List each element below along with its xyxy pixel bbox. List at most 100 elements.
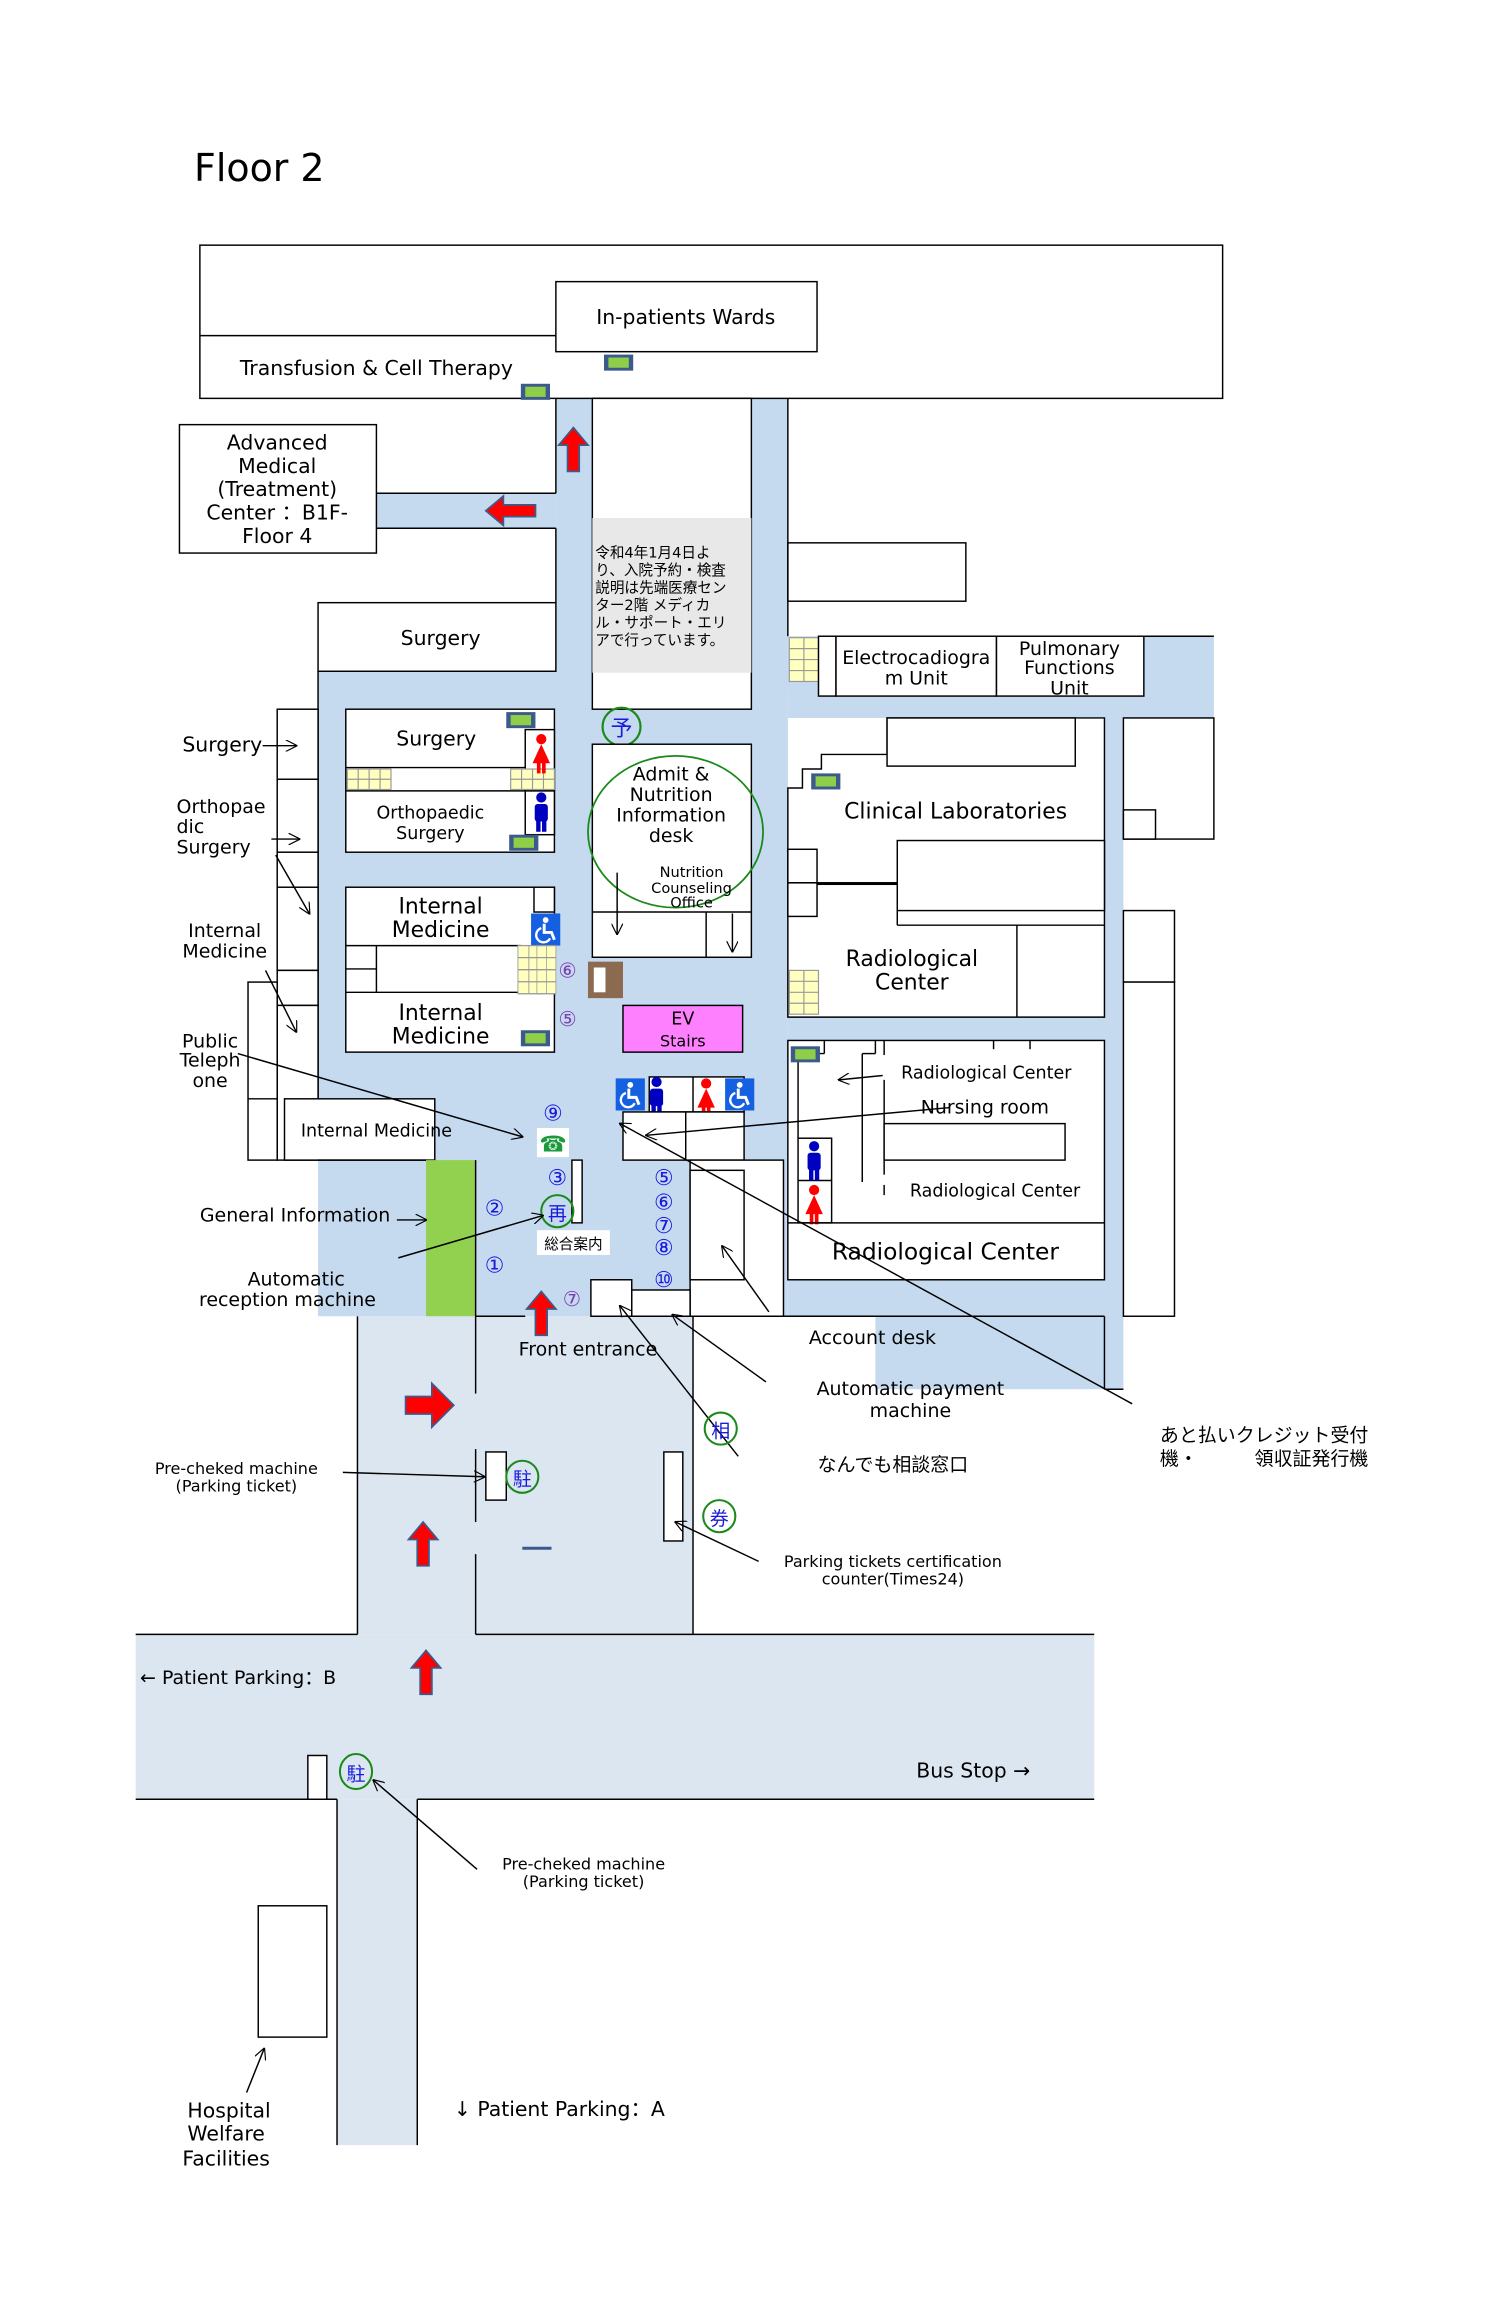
parking-ticket-marker[interactable] xyxy=(702,1499,737,1534)
floor-title: Floor 2 xyxy=(194,146,325,190)
svg-text:counter(Times24): counter(Times24) xyxy=(822,1570,964,1589)
credit-payment-label: あと払いクレジット受付 機・ 領収証発行機 xyxy=(1160,1425,1369,1470)
stairs-icon xyxy=(346,768,392,791)
marker-5b: ⑤ xyxy=(654,1166,674,1191)
notice-box xyxy=(592,518,752,673)
consultation-label: なんでも相談窓口 xyxy=(818,1454,969,1476)
svg-text:one: one xyxy=(192,1070,227,1092)
svg-text:dic: dic xyxy=(177,816,205,838)
wheelchair-icon xyxy=(614,1076,647,1112)
general-info-jp-label: 総合案内 xyxy=(544,1235,602,1253)
marker-6b: ⑥ xyxy=(654,1191,674,1216)
elevator-icon xyxy=(506,712,536,729)
parking-marker-2[interactable] xyxy=(338,1753,374,1791)
surgery-label: Surgery xyxy=(401,626,481,650)
svg-text:Unit: Unit xyxy=(1050,678,1089,700)
marker-6: ⑥ xyxy=(558,959,576,983)
auto-reception-label: Automatic reception machine xyxy=(199,1269,376,1311)
elevator-icon xyxy=(790,1046,820,1063)
ev-stairs[interactable] xyxy=(622,1004,744,1053)
svg-text:Functions: Functions xyxy=(1024,657,1114,679)
svg-text:Medicine: Medicine xyxy=(392,1024,490,1049)
radiological-4-label: Radiological Center xyxy=(832,1237,1060,1265)
wheelchair-icon xyxy=(529,912,562,948)
svg-text:アで行っています。: アで行っています。 xyxy=(595,632,724,649)
svg-text:Automatic: Automatic xyxy=(248,1269,345,1291)
svg-text:機・ 領収証発行機: 機・ 領収証発行機 xyxy=(1160,1448,1369,1470)
svg-text:Information: Information xyxy=(616,805,726,827)
svg-text:Floor 4: Floor 4 xyxy=(242,524,312,548)
advanced-medical-room[interactable] xyxy=(178,423,378,554)
svg-text:Medicine: Medicine xyxy=(182,940,267,962)
svg-text:machine: machine xyxy=(870,1400,951,1422)
svg-text:Nutrition: Nutrition xyxy=(630,784,713,806)
welfare-label: Hospital Welfare Facilities xyxy=(182,2098,270,2170)
stairs-icon xyxy=(788,637,820,683)
svg-text:Pulmonary: Pulmonary xyxy=(1019,638,1120,660)
radiological-3-label: Radiological Center xyxy=(910,1182,1081,1202)
svg-text:Nutrition: Nutrition xyxy=(660,864,724,881)
pulmonary-functions-room[interactable] xyxy=(995,635,1145,697)
svg-text:Medicine: Medicine xyxy=(392,918,490,943)
svg-text:駐: 駐 xyxy=(347,1763,366,1785)
general-information-counter[interactable] xyxy=(426,1160,476,1317)
admit-nutrition-desk[interactable] xyxy=(591,743,753,959)
surgery-side-label: Surgery xyxy=(182,733,262,757)
parking-cert-counter[interactable] xyxy=(663,1451,684,1542)
outdoor-area xyxy=(135,1316,1095,2146)
surgery-inner-label: Surgery xyxy=(396,727,476,751)
inpatients-wards-room[interactable] xyxy=(555,280,818,353)
svg-text:Radiological: Radiological xyxy=(846,947,978,972)
marker-10: ⑩ xyxy=(654,1268,674,1293)
parking-a-label: ↓ Patient Parking：A xyxy=(454,2097,665,2121)
elevator-icon xyxy=(604,354,634,371)
auto-payment-label: Automatic payment machine xyxy=(817,1378,1005,1422)
wheelchair-icon xyxy=(723,1076,756,1112)
ecg-unit-room[interactable] xyxy=(835,635,998,697)
prechecked-2-label: Pre-cheked machine (Parking ticket) xyxy=(502,1854,665,1891)
svg-text:Electrocadiogra: Electrocadiogra xyxy=(842,647,990,669)
parking-b-label: ← Patient Parking：B xyxy=(140,1667,336,1689)
svg-text:Stairs: Stairs xyxy=(660,1031,706,1050)
revisit-marker[interactable] xyxy=(540,1194,575,1229)
svg-text:Internal: Internal xyxy=(188,920,261,942)
svg-text:reception machine: reception machine xyxy=(199,1289,376,1311)
orthopaedic-side-label: Orthopae dic Surgery xyxy=(177,796,266,859)
svg-text:Pre-cheked machine: Pre-cheked machine xyxy=(155,1459,318,1478)
svg-text:Counseling: Counseling xyxy=(651,880,732,897)
svg-text:Surgery: Surgery xyxy=(396,824,465,844)
svg-text:り、入院予約・検査: り、入院予約・検査 xyxy=(595,562,726,579)
svg-text:Pre-cheked machine: Pre-cheked machine xyxy=(502,1854,665,1873)
svg-text:Surgery: Surgery xyxy=(177,837,251,859)
svg-text:Center: Center xyxy=(875,970,949,995)
nursing-room-label: Nursing room xyxy=(921,1096,1049,1118)
svg-text:あと払いクレジット受付: あと払いクレジット受付 xyxy=(1160,1425,1369,1447)
internal-medicine-2-label: Internal Medicine xyxy=(392,1001,490,1049)
svg-text:Advanced: Advanced xyxy=(227,430,328,454)
svg-text:m Unit: m Unit xyxy=(885,667,948,689)
welfare-building[interactable] xyxy=(257,1905,328,2038)
svg-text:Orthopaedic: Orthopaedic xyxy=(376,804,484,824)
pre-checked-machine[interactable] xyxy=(485,1451,507,1501)
svg-text:Public: Public xyxy=(182,1031,238,1053)
marker-7: ⑦ xyxy=(563,1287,581,1311)
marker-2: ② xyxy=(485,1197,505,1222)
svg-text:再: 再 xyxy=(548,1203,567,1225)
bus-stop-label: Bus Stop → xyxy=(916,1758,1030,1782)
svg-text:ター2階 メディカ: ター2階 メディカ xyxy=(595,596,710,614)
svg-text:駐: 駐 xyxy=(513,1469,532,1491)
svg-text:Orthopae: Orthopae xyxy=(177,796,266,818)
svg-text:Internal: Internal xyxy=(398,894,482,919)
surgery-room[interactable] xyxy=(317,601,557,672)
parking-marker[interactable] xyxy=(505,1459,540,1494)
transfusion-label: Transfusion & Cell Therapy xyxy=(239,356,513,380)
account-desk-label: Account desk xyxy=(809,1327,936,1349)
consultation-marker[interactable] xyxy=(703,1411,738,1446)
ecg-unit-label: Electrocadiogra m Unit xyxy=(842,647,990,689)
prechecked-1-label: Pre-cheked machine (Parking ticket) xyxy=(155,1459,318,1496)
svg-text:Facilities: Facilities xyxy=(182,2147,269,2171)
radiological-1-label: Radiological Center xyxy=(846,947,978,995)
svg-text:ル・サポート・エリ: ル・サポート・エリ xyxy=(595,614,726,631)
elevator-icon xyxy=(520,1030,551,1047)
